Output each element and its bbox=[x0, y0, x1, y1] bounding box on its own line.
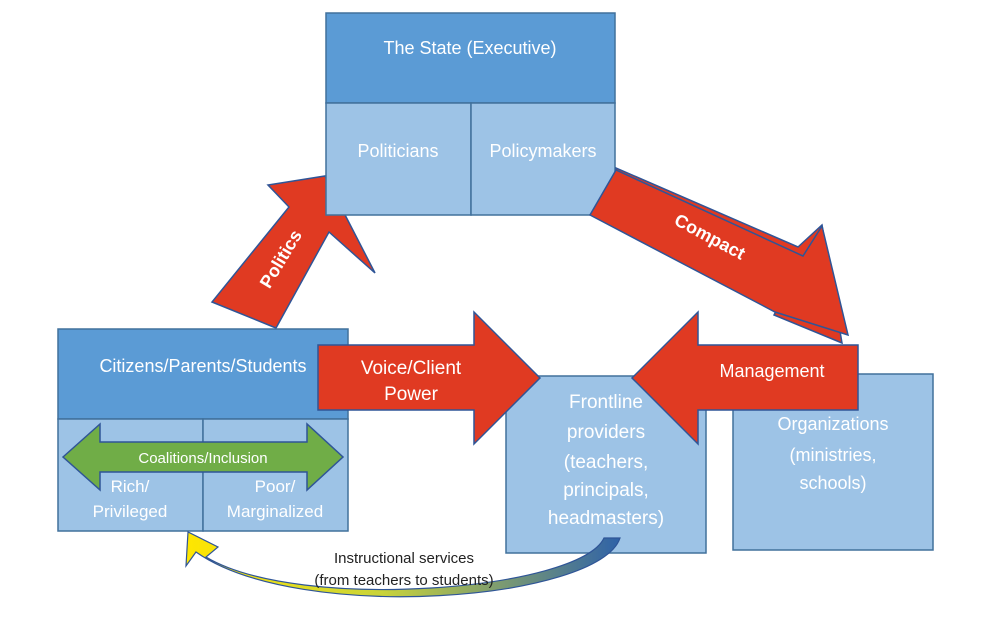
organizations-label-line-2: (ministries, bbox=[789, 445, 876, 465]
state-title: The State (Executive) bbox=[383, 38, 556, 58]
services-label-line-1: Instructional services bbox=[334, 550, 474, 567]
politicians-label: Politicians bbox=[357, 141, 438, 161]
policymakers-label: Policymakers bbox=[489, 141, 596, 161]
coalitions-label: Coalitions/Inclusion bbox=[138, 450, 267, 467]
frontline-label-line-2: providers bbox=[567, 422, 645, 443]
frontline-label-line-5: headmasters) bbox=[548, 508, 664, 529]
services-label-line-2: (from teachers to students) bbox=[314, 572, 493, 589]
organizations-label-line-1: Organizations bbox=[777, 414, 888, 434]
voice-client-power-arrow: Voice/Client Power bbox=[317, 310, 542, 446]
instructional-services-arrow: Instructional services (from teachers to… bbox=[185, 531, 621, 598]
compact-arrow: Compact bbox=[588, 166, 850, 345]
voice-label-line-1: Voice/Client bbox=[361, 358, 462, 379]
management-arrow: Management bbox=[630, 310, 859, 446]
frontline-providers-box: Frontline providers (teachers, principal… bbox=[505, 375, 707, 554]
citizens-title: Citizens/Parents/Students bbox=[99, 356, 306, 376]
frontline-label-line-4: principals, bbox=[563, 480, 649, 501]
frontline-label-line-3: (teachers, bbox=[564, 452, 648, 473]
poor-label-line-1: Poor/ bbox=[255, 477, 296, 496]
voice-label-line-2: Power bbox=[384, 384, 439, 405]
poor-label-line-2: Marginalized bbox=[227, 502, 323, 521]
citizens-box: Citizens/Parents/Students Rich/ Privileg… bbox=[57, 328, 349, 532]
organizations-label-line-3: schools) bbox=[799, 473, 866, 493]
rich-label-line-2: Privileged bbox=[93, 502, 168, 521]
rich-label-line-1: Rich/ bbox=[111, 477, 150, 496]
frontline-label-line-1: Frontline bbox=[569, 392, 643, 413]
state-box: The State (Executive) Politicians Policy… bbox=[325, 12, 616, 216]
management-label: Management bbox=[719, 361, 824, 381]
coalitions-double-arrow: Coalitions/Inclusion bbox=[61, 422, 345, 492]
